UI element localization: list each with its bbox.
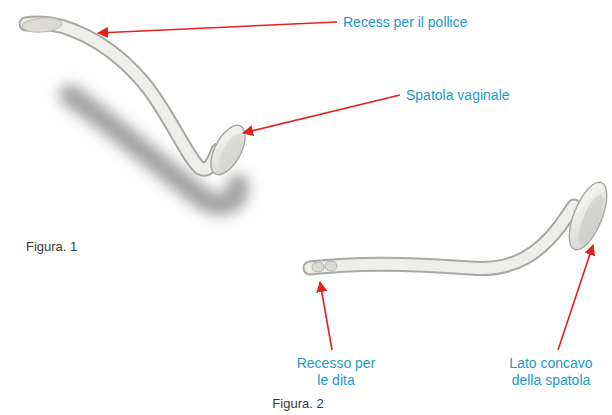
- leader-arrow: [320, 282, 332, 350]
- spatula-figure-2: [310, 177, 612, 272]
- part-label: Spatola vaginale: [406, 87, 510, 104]
- part-label: Recess per il pollice: [343, 14, 468, 31]
- leader-arrow: [558, 245, 593, 350]
- part-label: Lato concavo della spatola: [496, 355, 606, 389]
- leader-arrows: [98, 22, 593, 350]
- part-label: Recesso per le dita: [296, 355, 376, 389]
- leader-arrow: [98, 22, 337, 33]
- leader-arrow: [243, 95, 400, 133]
- figure-caption: Figura. 1: [26, 238, 77, 255]
- spatula-figure-1: [22, 17, 253, 180]
- figure-caption: Figura. 2: [272, 395, 323, 412]
